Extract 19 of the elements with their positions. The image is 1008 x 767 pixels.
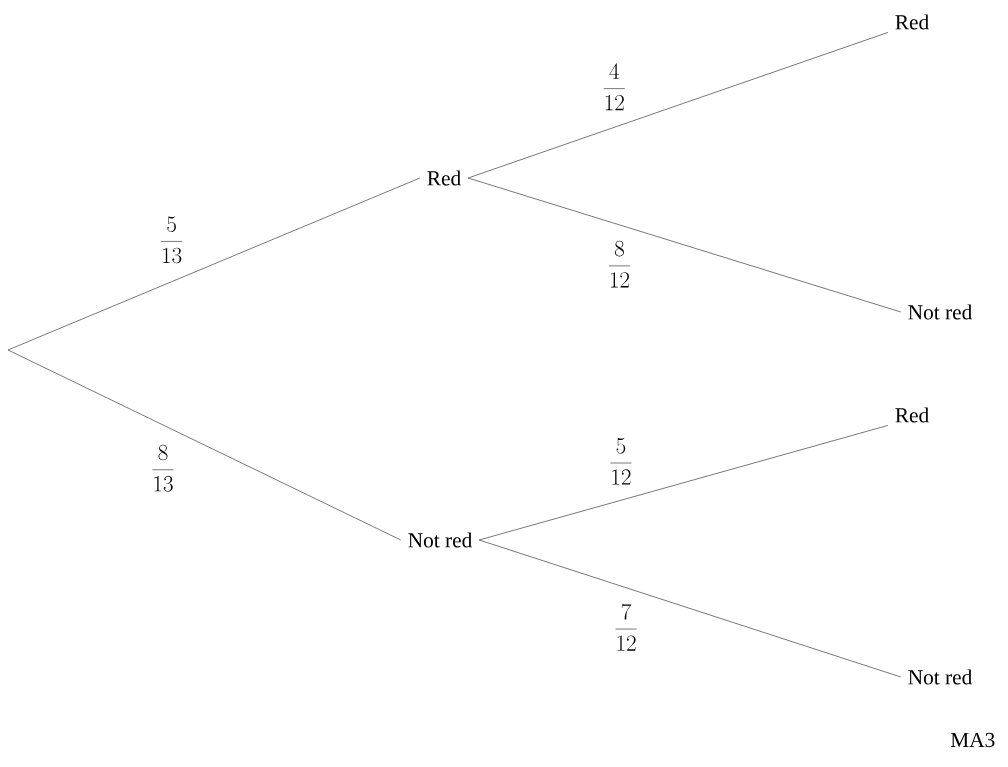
outcome-label: Red <box>895 407 929 423</box>
outcome-label: Not red <box>908 669 973 685</box>
branch-line <box>478 425 889 541</box>
outcome-label: Red <box>427 170 461 186</box>
outcome-label: Not red <box>408 532 473 548</box>
branch-line <box>467 177 902 313</box>
probability-fraction: $\frac{5}{13}$ <box>158 215 186 265</box>
code-label: MA3 <box>950 732 995 748</box>
branch-line <box>478 539 902 678</box>
probability-fraction: $\frac{4}{12}$ <box>600 62 628 112</box>
outcome-label: Red <box>895 14 929 30</box>
probability-fraction: $\frac{5}{12}$ <box>607 437 635 486</box>
probability-fraction: $\frac{8}{12}$ <box>605 239 633 289</box>
probability-fraction: $\frac{7}{12}$ <box>612 603 640 652</box>
branch-line <box>7 349 402 541</box>
outcome-label: Not red <box>908 304 973 320</box>
probability-fraction: $\frac{8}{13}$ <box>149 443 177 493</box>
branch-line <box>467 32 889 179</box>
branch-line <box>7 177 421 351</box>
